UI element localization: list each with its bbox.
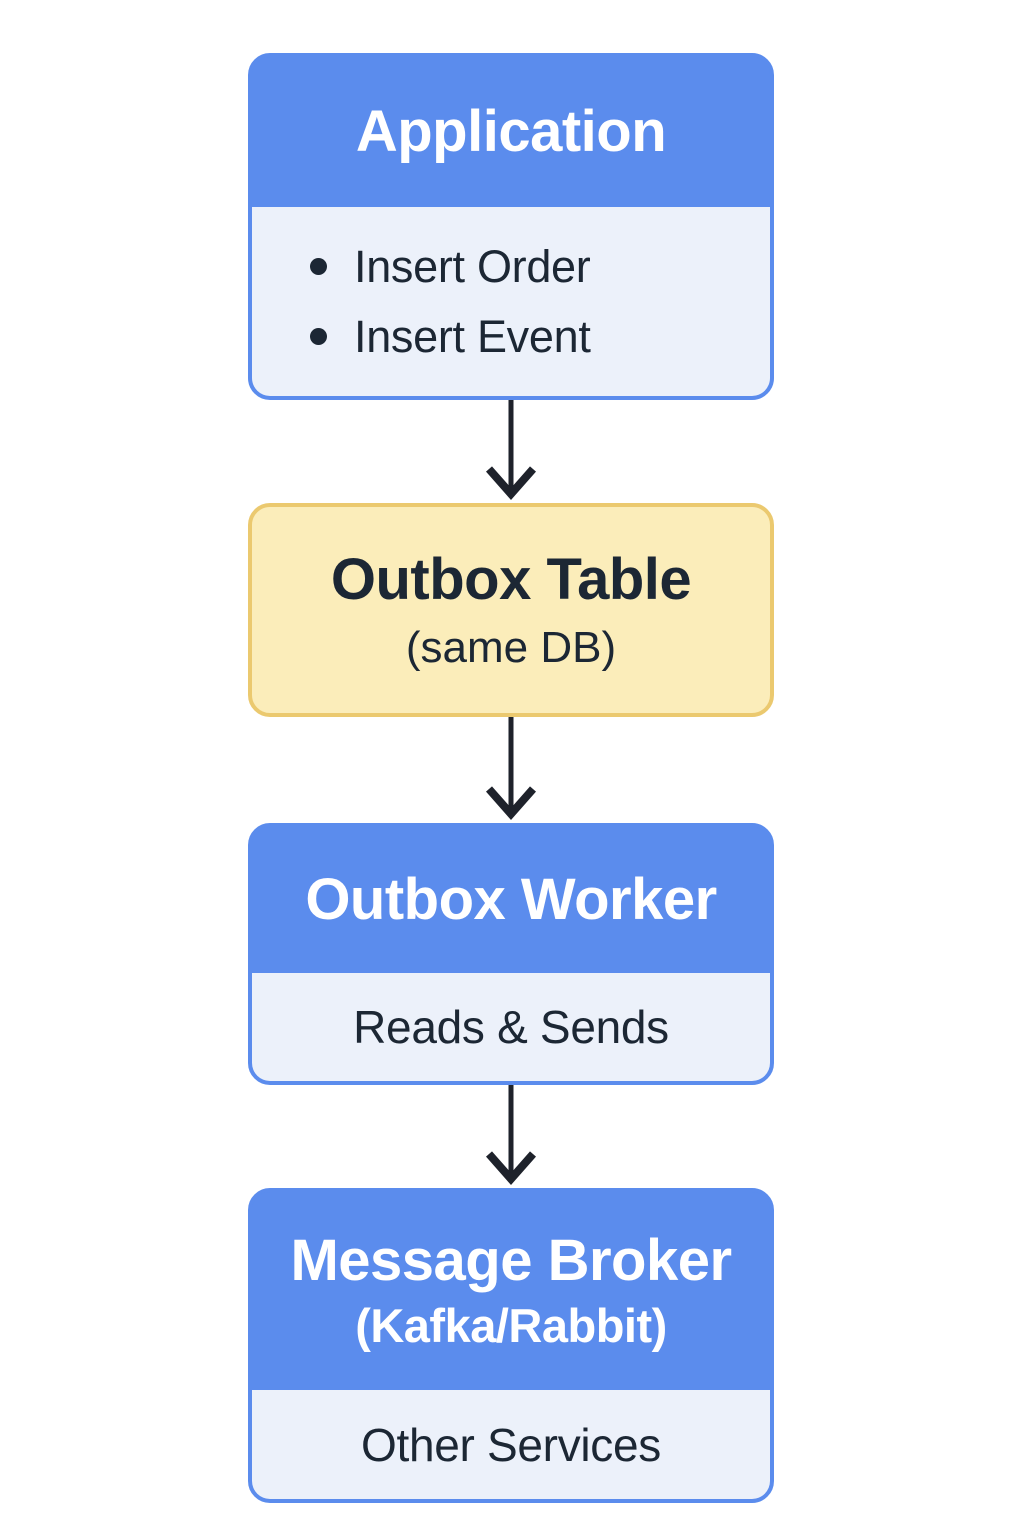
application-bullet-list: Insert Order Insert Event: [252, 241, 770, 363]
node-application-title: Application: [355, 99, 667, 165]
outbox-pattern-flow: Application Insert Order Insert Event: [248, 53, 774, 1503]
bullet-dot-icon: [310, 258, 327, 275]
node-message-broker-body-label: Other Services: [360, 1418, 661, 1471]
list-item: Insert Event: [310, 311, 770, 363]
bullet-dot-icon: [310, 328, 327, 345]
node-outbox-worker-title: Outbox Worker: [305, 867, 717, 933]
arrow-down-icon: [485, 717, 537, 821]
node-message-broker-header: Message Broker (Kafka/Rabbit): [252, 1192, 770, 1390]
node-message-broker-title: Message Broker: [290, 1228, 732, 1294]
node-outbox-table: Outbox Table (same DB): [248, 503, 774, 717]
node-outbox-worker-body-label: Reads & Sends: [353, 1001, 669, 1053]
list-item: Insert Order: [310, 241, 770, 293]
node-outbox-worker-header: Outbox Worker: [252, 827, 770, 973]
node-message-broker-body: Other Services: [252, 1390, 770, 1499]
node-outbox-table-subtitle: (same DB): [405, 622, 617, 672]
arrow-down-icon: [485, 1085, 537, 1186]
node-outbox-table-title: Outbox Table: [330, 546, 692, 612]
node-outbox-worker-body: Reads & Sends: [252, 973, 770, 1081]
arrow-down-icon: [485, 400, 537, 501]
node-message-broker: Message Broker (Kafka/Rabbit) Other Serv…: [248, 1188, 774, 1503]
node-application: Application Insert Order Insert Event: [248, 53, 774, 400]
bullet-item-label: Insert Event: [354, 310, 591, 362]
node-application-body: Insert Order Insert Event: [252, 207, 770, 396]
bullet-item-label: Insert Order: [354, 240, 591, 292]
node-outbox-worker: Outbox Worker Reads & Sends: [248, 823, 774, 1085]
node-message-broker-subtitle: (Kafka/Rabbit): [355, 1298, 667, 1352]
node-application-header: Application: [252, 57, 770, 207]
